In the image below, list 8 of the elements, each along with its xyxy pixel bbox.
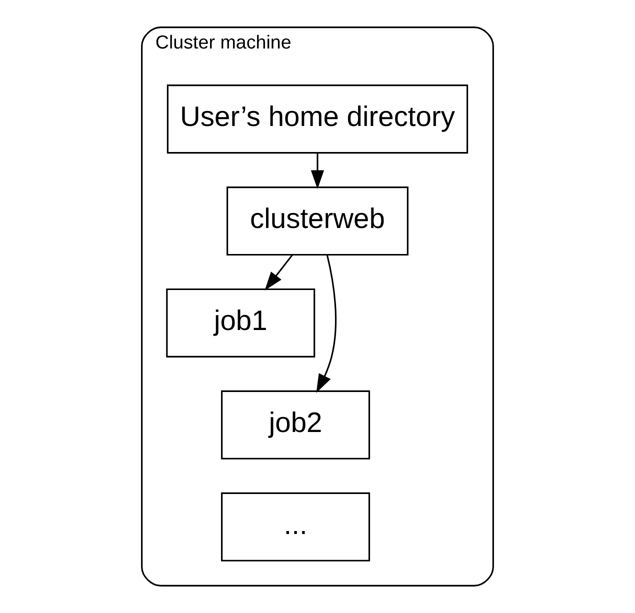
- node-box: User’s home directory: [166, 84, 468, 154]
- arrow: [316, 254, 337, 393]
- node-box: clusterweb: [226, 186, 408, 256]
- arrow: [310, 152, 324, 190]
- node-box: ...: [221, 492, 370, 562]
- arrow: [264, 254, 293, 291]
- node-box: job2: [221, 390, 370, 460]
- node-box: job1: [166, 288, 316, 358]
